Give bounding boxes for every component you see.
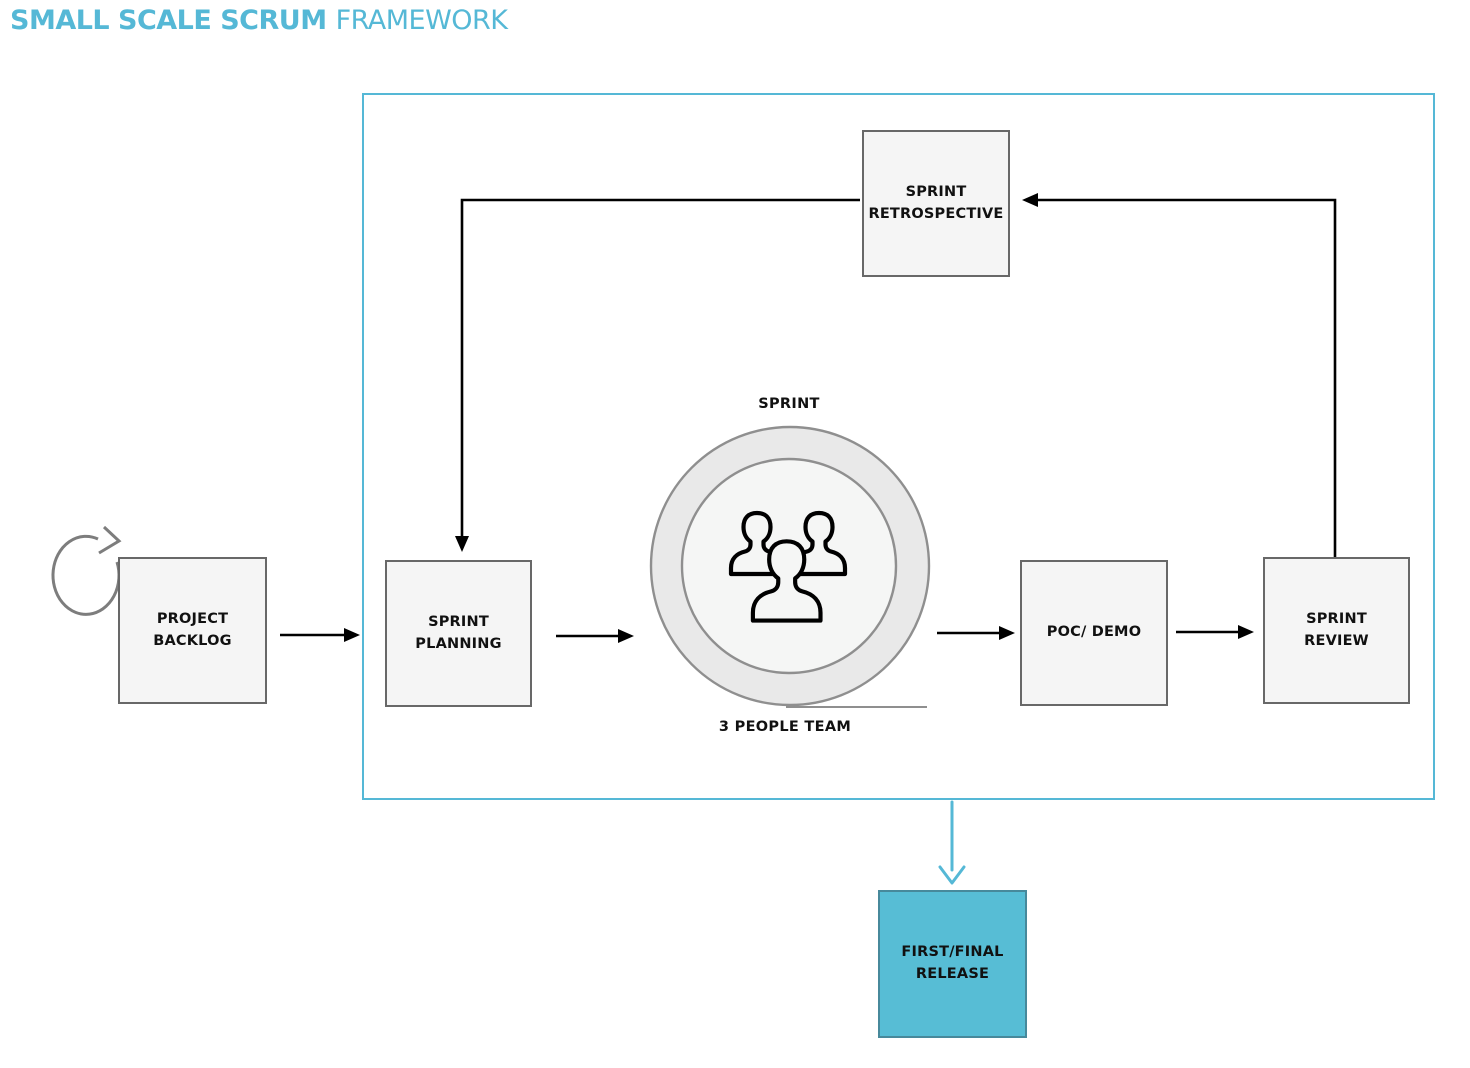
node-first-final-release: FIRST/FINAL RELEASE: [878, 890, 1027, 1038]
node-project-backlog: PROJECT BACKLOG: [118, 557, 267, 704]
node-sprint-planning: SPRINT PLANNING: [385, 560, 532, 707]
team-icon: [728, 510, 848, 623]
page-title-bold: SMALL SCALE SCRUM: [10, 5, 327, 36]
node-poc-demo: POC/ DEMO: [1020, 560, 1168, 706]
page-title-light: FRAMEWORK: [335, 5, 508, 36]
connector-retrospective-to-planning: [455, 198, 860, 552]
sprint-cycle: [649, 425, 931, 708]
page-title: SMALL SCALE SCRUM FRAMEWORK: [10, 5, 508, 36]
node-sprint-review: SPRINT REVIEW: [1263, 557, 1410, 704]
release-arrow: [938, 800, 966, 885]
connector-review-to-retrospective: [1022, 193, 1337, 558]
loop-arrow-icon: [51, 525, 122, 616]
scrum-loop-container: [362, 93, 1435, 800]
sprint-cycle-sublabel: 3 PEOPLE TEAM: [718, 719, 852, 735]
node-sprint-retrospective: SPRINT RETROSPECTIVE: [862, 130, 1010, 277]
sprint-cycle-label: SPRINT: [758, 396, 820, 412]
